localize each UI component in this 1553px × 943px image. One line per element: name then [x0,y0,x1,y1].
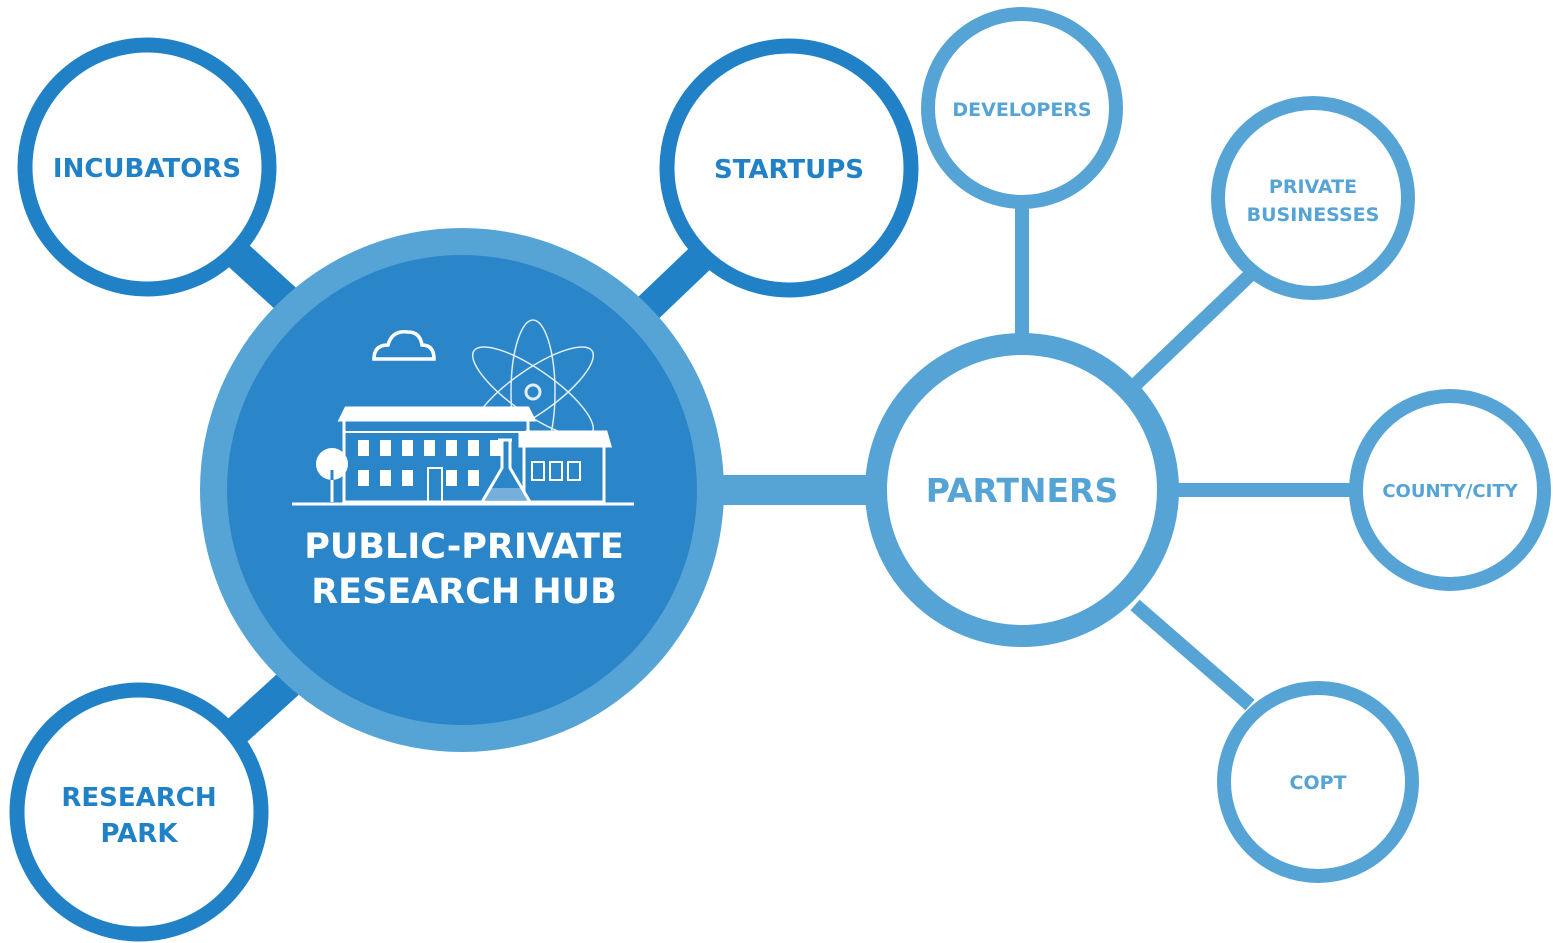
incubators-circle [17,37,277,297]
research-park-circle [9,682,269,942]
county-city-label: COUNTY/CITY [1382,481,1518,502]
copt-circle [1217,681,1419,883]
private-businesses-label-line1: PRIVATE [1269,176,1357,198]
hub-title-line2: RESEARCH HUB [311,572,617,612]
node-incubators: INCUBATORS [17,37,277,297]
connector-private-businesses [1130,269,1255,391]
partners-node: PARTNERS [865,333,1179,647]
private-businesses-label-line2: BUSINESSES [1247,204,1380,226]
partner-connectors [1015,205,1360,711]
hub-title-line1: PUBLIC-PRIVATE [304,527,624,567]
building-icon [337,406,537,504]
node-private-businesses: PRIVATE BUSINESSES [1211,96,1415,300]
research-park-label-line2: PARK [101,819,179,849]
connector-copt [1130,599,1255,711]
developers-circle [921,7,1123,209]
startups-label: STARTUPS [714,155,864,185]
research-campus-icon [292,319,634,506]
node-copt: COPT [1217,681,1419,883]
startups-circle [659,38,919,298]
flask-icon [479,438,533,504]
county-city-circle [1349,389,1551,591]
tree-icon [316,448,348,502]
annex-building-icon [518,430,612,504]
partners-circle [865,333,1179,647]
research-park-label-line1: RESEARCH [61,783,216,813]
copt-label: COPT [1290,772,1347,794]
incubators-label: INCUBATORS [53,154,241,184]
node-county-city: COUNTY/CITY [1349,389,1551,591]
building-windows [358,440,501,503]
partners-label: PARTNERS [926,471,1118,510]
node-startups: STARTUPS [659,38,919,298]
private-businesses-circle [1211,96,1415,300]
developers-label: DEVELOPERS [952,99,1091,121]
hub-node: PUBLIC-PRIVATE RESEARCH HUB [200,228,724,752]
node-research-park: RESEARCH PARK [9,682,269,942]
node-developers: DEVELOPERS [921,7,1123,209]
cloud-icon [372,330,436,361]
